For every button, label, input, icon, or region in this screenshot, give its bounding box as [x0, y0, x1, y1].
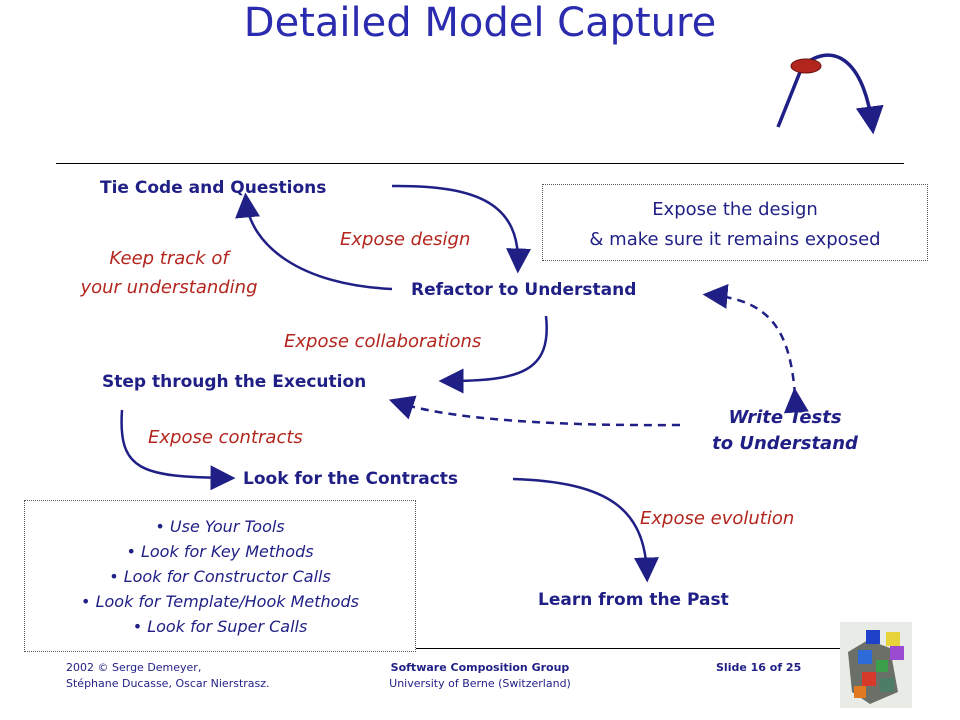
tips-box: Use Your Tools Look for Key Methods Look…	[24, 500, 416, 652]
list-item: Look for Key Methods	[25, 539, 415, 564]
node-learn-past: Learn from the Past	[538, 590, 729, 610]
node-contracts: Look for the Contracts	[243, 469, 459, 489]
arrow-contracts-to-past	[512, 477, 659, 583]
node-write-tests: Write Tests to Understand	[690, 405, 880, 457]
blocks-logo-icon	[840, 622, 912, 708]
label-expose-contracts: Expose contracts	[148, 427, 303, 448]
footer-group: Software Composition Group University of…	[360, 660, 600, 692]
label-expose-evolution: Expose evolution	[640, 508, 795, 529]
label-expose-collaborations: Expose collaborations	[284, 331, 482, 352]
label-keep-track: Keep track of your understanding	[56, 244, 282, 302]
footer-copyright-line2: Stéphane Ducasse, Oscar Nierstrasz.	[66, 677, 270, 690]
footer-slide-number: Slide 16 of 25	[716, 661, 802, 674]
top-rule	[56, 163, 904, 164]
design-box-line1: Expose the design	[652, 199, 818, 220]
bottom-rule	[56, 648, 904, 649]
tips-list: Use Your Tools Look for Key Methods Look…	[25, 514, 415, 639]
node-refactor: Refactor to Understand	[411, 280, 637, 300]
node-step-through: Step through the Execution	[102, 372, 367, 392]
design-box: Expose the design & make sure it remains…	[542, 184, 928, 261]
footer-group-line1: Software Composition Group	[390, 661, 570, 674]
arrow-refactor-to-step	[438, 315, 548, 394]
node-write-tests-line1: Write Tests	[728, 407, 842, 428]
node-write-tests-line2: to Understand	[712, 433, 858, 454]
footer-copyright: 2002 © Serge Demeyer, Stéphane Ducasse, …	[66, 660, 270, 692]
dashed-arrow-tests-refactor	[702, 284, 809, 414]
title-decoration-icon	[776, 53, 884, 135]
footer-copyright-line1: 2002 © Serge Demeyer,	[66, 661, 202, 674]
node-tie-code: Tie Code and Questions	[100, 178, 327, 198]
arrow-tie-to-refactor	[391, 184, 532, 274]
arrow-step-to-contracts	[120, 409, 236, 491]
list-item: Look for Super Calls	[25, 614, 415, 639]
design-box-line2: & make sure it remains exposed	[589, 229, 881, 250]
slide-title: Detailed Model Capture	[243, 0, 717, 46]
label-keep-track-line2: your understanding	[80, 277, 258, 298]
dashed-arrow-tests-step	[388, 395, 681, 427]
list-item: Look for Constructor Calls	[25, 564, 415, 589]
label-keep-track-line1: Keep track of	[109, 248, 229, 269]
arrow-refactor-to-tie	[235, 192, 393, 291]
list-item: Use Your Tools	[25, 514, 415, 539]
label-expose-design: Expose design	[340, 229, 471, 250]
list-item: Look for Template/Hook Methods	[25, 589, 415, 614]
footer-group-line2: University of Berne (Switzerland)	[389, 677, 571, 690]
